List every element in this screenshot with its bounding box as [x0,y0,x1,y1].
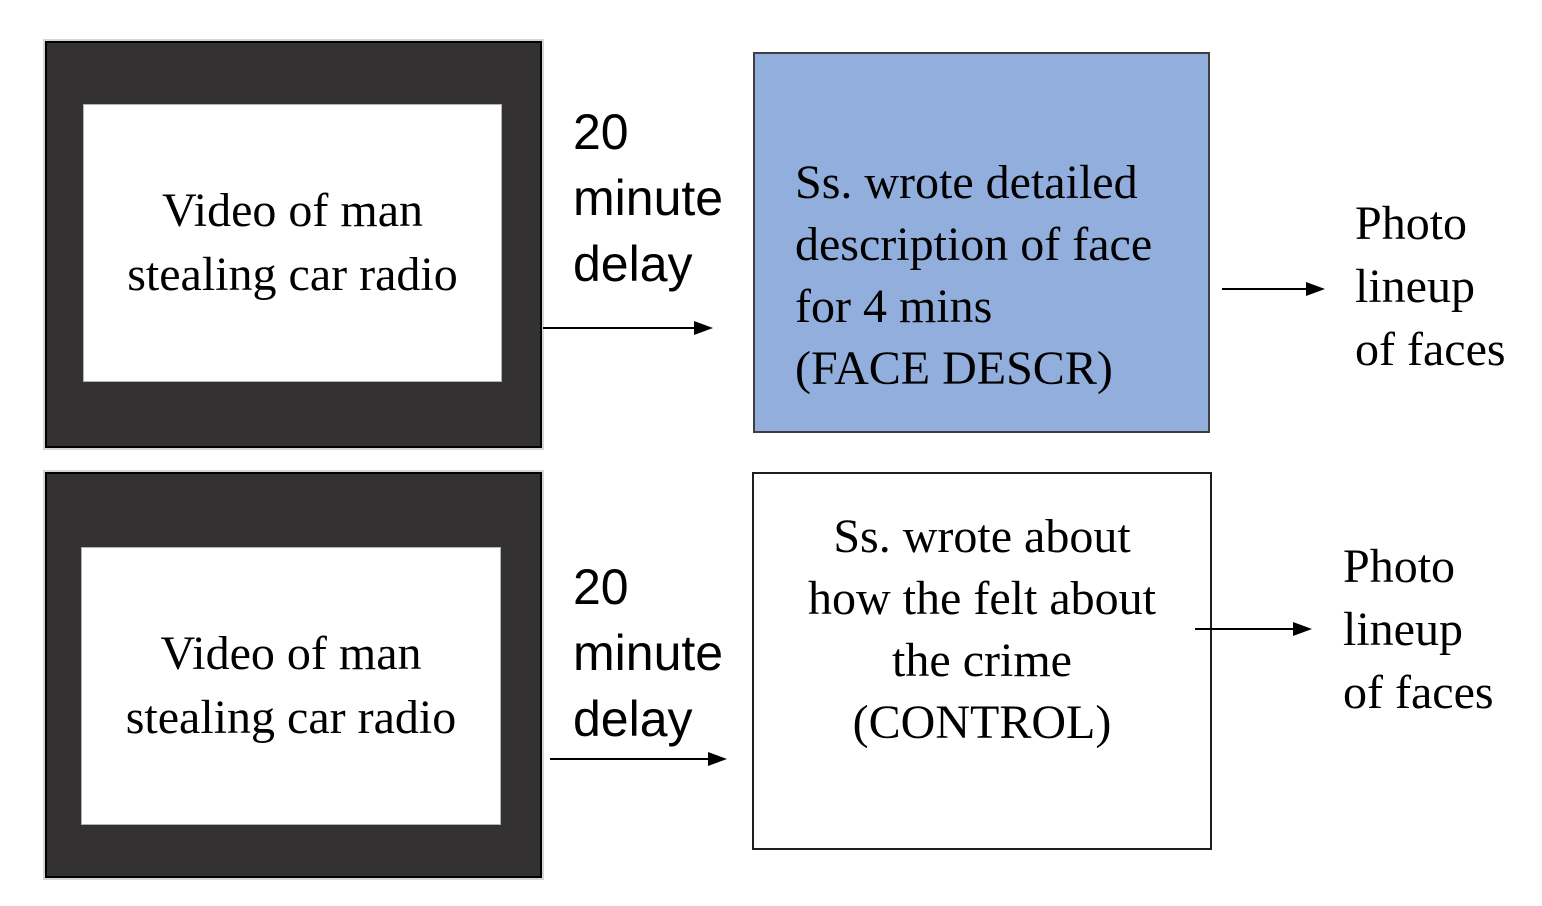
arrowhead-icon [1306,282,1325,296]
photo-lineup-row1-line2: lineup [1355,260,1475,313]
arrowhead-icon [694,321,713,335]
delay-label-row1-line3: delay [573,236,693,292]
arrow-task-to-lineup-row2 [1195,621,1312,637]
video-screen-label-row1: Video of man stealing car radio [127,179,458,307]
task-box-control: Ss. wrote about how the felt about the c… [752,472,1212,850]
video-screen-frame-row2: Video of man stealing car radio [45,472,542,878]
task-face-line3: for 4 mins [795,280,993,333]
arrowhead-icon [1293,622,1312,636]
arrow-video-to-task-row1 [543,320,713,336]
photo-lineup-row1-line1: Photo [1355,197,1468,250]
task-control-line3: the crime [892,634,1072,687]
delay-label-row2-line3: delay [573,691,693,747]
arrow-shaft [543,326,694,330]
delay-label-row2-line1: 20 [573,559,629,615]
delay-label-row1-line2: minute [573,170,724,226]
arrowhead-icon [708,752,727,766]
photo-lineup-row2-line1: Photo [1343,540,1456,593]
task-control-line2: how the felt about [808,572,1156,625]
task-box-face-descr: Ss. wrote detailed description of face f… [753,52,1210,433]
video-screen-label-row2-line2: stealing car radio [125,691,457,744]
task-face-line2: description of face [795,218,1153,271]
task-control-line1: Ss. wrote about [833,510,1131,563]
video-screen-label-row2-line1: Video of man [160,627,422,680]
video-screen-label-row1-line1: Video of man [161,184,424,237]
delay-label-row2-line2: minute [573,625,724,681]
video-screen-row2: Video of man stealing car radio [81,547,501,825]
delay-label-row2: 20 minute delay [573,554,723,752]
arrow-video-to-task-row2 [550,751,727,767]
arrow-shaft [1222,287,1306,291]
photo-lineup-row1-line3: of faces [1355,323,1506,376]
video-screen-row1: Video of man stealing car radio [83,104,502,382]
video-screen-frame-row1: Video of man stealing car radio [45,41,542,448]
photo-lineup-row2-line3: of faces [1343,666,1494,719]
video-screen-label-row1-line2: stealing car radio [127,248,458,301]
arrow-shaft [1195,627,1293,631]
task-control-line4: (CONTROL) [852,696,1112,749]
task-face-line4: (FACE DESCR) [795,342,1113,395]
task-face-line1: Ss. wrote detailed [795,156,1138,209]
photo-lineup-label-row1: Photo lineup of faces [1355,192,1506,381]
photo-lineup-label-row2: Photo lineup of faces [1343,535,1494,724]
delay-label-row1: 20 minute delay [573,99,723,297]
video-screen-label-row2: Video of man stealing car radio [126,622,457,750]
delay-label-row1-line1: 20 [573,104,629,160]
arrow-shaft [550,757,708,761]
photo-lineup-row2-line2: lineup [1343,603,1463,656]
arrow-task-to-lineup-row1 [1222,281,1325,297]
